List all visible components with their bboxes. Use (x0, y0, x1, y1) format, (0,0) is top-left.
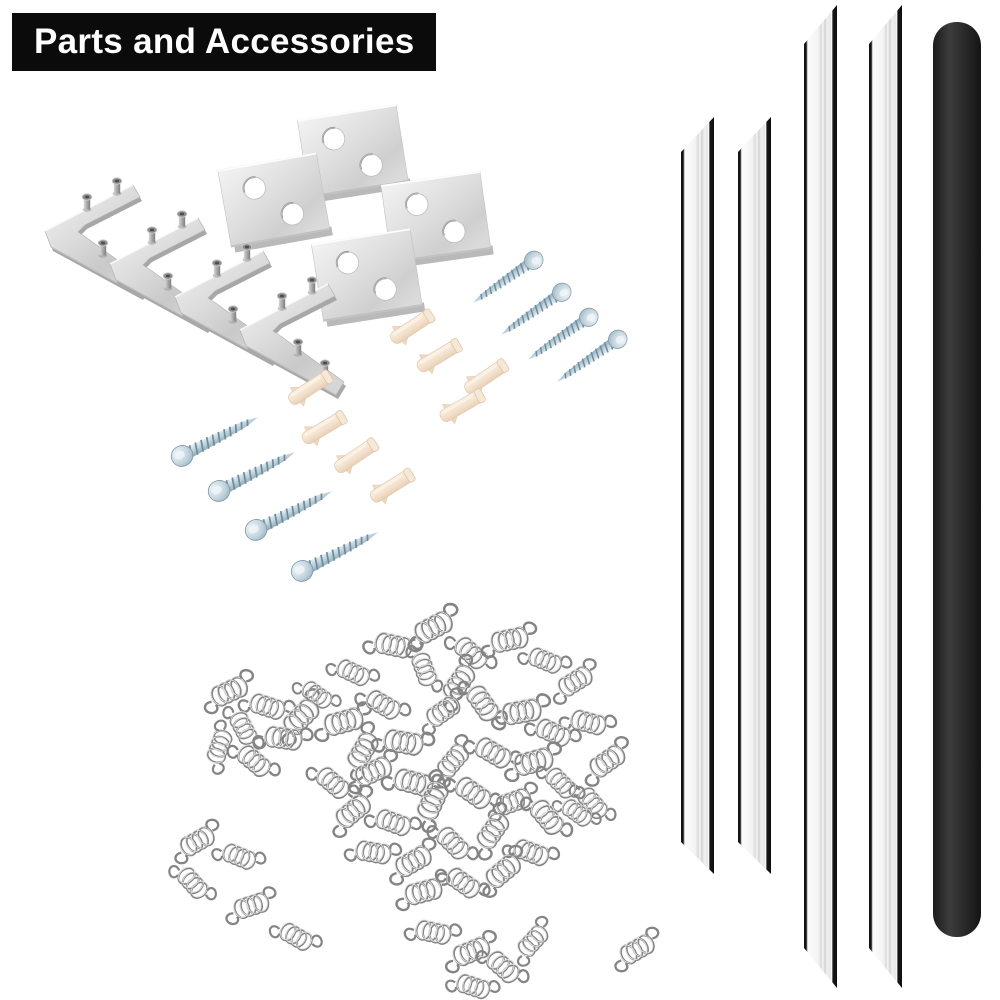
extension-spring (219, 884, 282, 927)
mounting-plate (310, 227, 427, 329)
screw (240, 481, 338, 545)
extension-spring (557, 702, 619, 743)
side-rail (738, 117, 771, 874)
wall-anchor (434, 383, 490, 429)
extension-spring (402, 913, 464, 951)
wall-anchor (411, 333, 467, 380)
title-banner: Parts and Accessories (12, 13, 437, 71)
extension-spring (454, 670, 511, 736)
banner-label: Parts and Accessories (34, 22, 415, 61)
zinc-screws-lower (166, 407, 384, 586)
extension-spring (605, 924, 668, 975)
side-rail (804, 5, 837, 988)
screw (286, 522, 384, 586)
extension-spring (574, 733, 640, 790)
screw (166, 407, 264, 471)
extension-spring (505, 913, 560, 970)
extension-spring (209, 834, 269, 878)
extension-spring (460, 725, 526, 780)
extension-spring (266, 912, 326, 961)
side-rail (869, 5, 902, 988)
extension-springs-pile (165, 600, 668, 1000)
wall-anchor (328, 432, 384, 480)
extension-spring (369, 722, 437, 762)
wall-anchors (282, 303, 514, 510)
wall-anchor (296, 405, 352, 452)
extension-spring (361, 800, 424, 845)
extension-spring (165, 854, 220, 911)
screw (467, 246, 548, 311)
extension-spring (165, 816, 228, 867)
extension-spring (323, 649, 383, 695)
round-rod (933, 22, 981, 937)
side-rail (681, 117, 714, 874)
wall-anchor (458, 353, 514, 401)
mounting-plates (216, 103, 495, 329)
extension-spring (423, 813, 482, 872)
extension-spring (517, 785, 577, 849)
side-rails (681, 5, 902, 988)
extension-spring (432, 855, 494, 910)
extension-spring (441, 624, 501, 682)
wall-anchor (364, 462, 420, 510)
mounting-plate (216, 151, 334, 254)
extension-spring (342, 834, 404, 871)
screw (203, 442, 301, 506)
